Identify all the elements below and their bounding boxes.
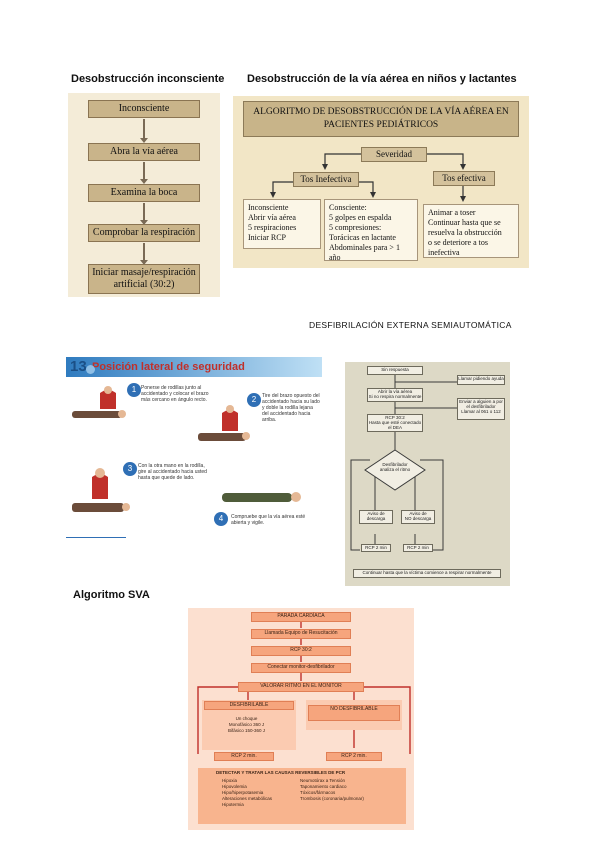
sva-box-rcp-2min-a: RCP 2 min.: [214, 752, 274, 761]
pls-title: Posición lateral de seguridad: [92, 361, 245, 373]
sva-box-valorar: VALORAR RITMO EN EL MONITOR: [238, 682, 364, 692]
flow1-arrow: [140, 203, 148, 225]
pls-title-bar: [66, 357, 322, 377]
person-illustration-1: [72, 386, 126, 418]
flow2-severidad: Severidad: [361, 147, 427, 162]
flow1-step-5: Iniciar masaje/respiración artificial (3…: [88, 264, 200, 294]
flow2-note-inconsciente: Inconsciente Abrir vía aérea 5 respiraci…: [243, 199, 321, 249]
flow1-arrow: [140, 243, 148, 265]
close-icon[interactable]: [86, 365, 95, 374]
heading-dea: DESFIBRILACIÓN EXTERNA SEMIAUTOMÁTICA: [309, 320, 512, 330]
pls-step-4: 4: [214, 512, 228, 526]
pls-number: 13: [70, 358, 87, 375]
dea-box-descarga: Aviso de descarga: [359, 510, 393, 524]
flow1-step-4: Comprobar la respiración: [88, 224, 200, 242]
dea-algorithm-panel: Sin respuesta Llamar pidiendo ayuda Abri…: [345, 362, 510, 586]
flow1-arrow: [140, 162, 148, 184]
sva-causes-right: Neumotórax a Tensión Taponamiento cardia…: [300, 778, 364, 801]
heading-desobstruccion-ninos: Desobstrucción de la vía aérea en niños …: [247, 73, 517, 85]
sva-shock-text: Un choque Monofásico 360 J Bifásico 150-…: [228, 716, 266, 733]
flowchart-pediatrico: ALGORITMO DE DESOBSTRUCCIÓN DE LA VÍA AÉ…: [233, 96, 529, 268]
flow2-tos-efectiva: Tos efectiva: [433, 171, 495, 186]
sva-box-monitor: Conectar monitor-desfibrilador: [251, 663, 351, 673]
dea-box-abrir-via: Abrir la vía aérea Si no respira normalm…: [367, 388, 423, 402]
sva-algorithm-panel: PARADA CARDÍACA Llamada Equipo de Resuci…: [188, 608, 414, 830]
flowchart-desobstruccion-inconsciente: Inconsciente Abra la vía aérea Examina l…: [68, 93, 220, 297]
pls-step-3: 3: [123, 462, 137, 476]
dea-connectors: [350, 375, 457, 551]
flow1-step-2: Abra la vía aérea: [88, 143, 200, 161]
flow1-arrow: [140, 119, 148, 143]
sva-causes-title: DETECTAR Y TRATAR LAS CAUSAS REVERSIBLES…: [216, 770, 346, 775]
dea-box-llamar: Llamar pidiendo ayuda: [457, 375, 505, 385]
dea-box-enviar: Enviar a alguien a por el desfibrilador …: [457, 398, 505, 420]
flow2-note-consciente: Consciente: 5 golpes en espalda 5 compre…: [324, 199, 418, 262]
pls-step-1: 1: [127, 383, 141, 397]
flow1-step-3: Examina la boca: [88, 184, 200, 202]
sva-box-desfibrilable: DESFIBRILABLE: [204, 701, 294, 710]
pls-text-3: Con la otra mano en la rodilla, gire al …: [138, 463, 207, 481]
dea-box-rcp-2min-b: RCP 2 min: [403, 544, 433, 552]
sva-box-llamada: Llamada Equipo de Resucitación: [251, 629, 351, 639]
pls-text-4: Compruebe que la vía aérea esté abierta …: [231, 514, 306, 526]
pls-text-1: Ponerse de rodillas junto al accidentado…: [141, 385, 209, 403]
pls-step-2: 2: [247, 393, 261, 407]
dea-box-rcp: RCP 30:2 Hasta que esté conectado el DEA: [367, 414, 423, 432]
dea-box-rcp-2min-a: RCP 2 min: [361, 544, 391, 552]
sva-box-parada: PARADA CARDÍACA: [251, 612, 351, 622]
sva-panel-causas: [198, 768, 406, 824]
posicion-lateral-panel: 13 Posición lateral de seguridad 1 Poner…: [66, 357, 322, 540]
flow2-tos-inefectiva: Tos Inefectiva: [293, 172, 359, 187]
dea-box-sin-respuesta: Sin respuesta: [367, 366, 423, 375]
sva-box-rcp-2min-b: RCP 2 min.: [326, 752, 382, 761]
dea-decision: Desfibrilador analiza el ritmo: [379, 462, 411, 472]
sva-box-no-desfibrilable: NO DESFIBRILABLE: [308, 705, 400, 721]
flow1-step-1: Inconsciente: [88, 100, 200, 118]
person-illustration-3: [72, 468, 130, 512]
dea-box-no-descarga: Aviso de NO descarga: [401, 510, 435, 524]
flow2-note-efectiva: Animar a toser Continuar hasta que se re…: [423, 204, 519, 258]
heading-sva: Algoritmo SVA: [73, 589, 150, 601]
sva-box-rcp: RCP 30:2: [251, 646, 351, 656]
flow2-connectors: [270, 153, 466, 202]
heading-desobstruccion-inconsciente: Desobstrucción inconsciente: [71, 73, 225, 85]
sva-causes-left: Hipoxia Hipovolemia Hipo/hiperpotasemia …: [222, 778, 273, 807]
person-illustration-4: [222, 492, 301, 502]
pls-underline-link[interactable]: [66, 537, 126, 538]
sva-connectors: [197, 622, 411, 754]
dea-box-continuar: Continuar hasta que la víctima comience …: [353, 569, 501, 578]
person-illustration-2: [198, 405, 250, 441]
flow2-title: ALGORITMO DE DESOBSTRUCCIÓN DE LA VÍA AÉ…: [243, 101, 519, 137]
pls-text-2: Tire del brazo opuesto del accidentado h…: [262, 393, 320, 423]
